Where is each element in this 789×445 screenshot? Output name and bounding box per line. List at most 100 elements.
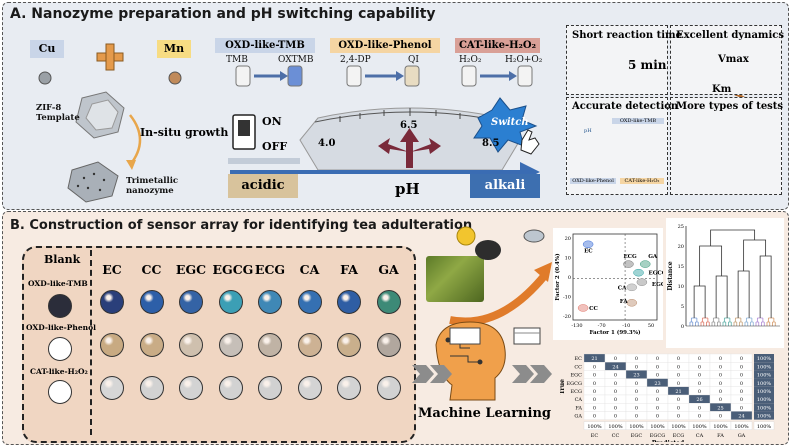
off-label: OFF (262, 140, 288, 153)
tmb-from-label: TMB (226, 55, 248, 65)
dendro-ytick: 10 (678, 284, 684, 290)
ph-tick-low: 4.0 (318, 138, 336, 149)
confusion-row-pct-cell (754, 362, 774, 371)
confusion-cell-value: 0 (656, 373, 659, 379)
confusion-col-label: ECG (673, 433, 684, 439)
cat-to-label: H₂O+O₂ (505, 55, 543, 65)
machine-learning-label: Machine Learning (418, 406, 551, 421)
ph-label: pH (395, 180, 420, 198)
confusion-cell-value: 0 (635, 364, 638, 370)
confusion-xlabel: Predicted (652, 440, 685, 442)
column-header-egcg: EGCG (212, 262, 254, 277)
confusion-col-pct: 100% (757, 424, 772, 430)
well-cat-like-h-o--egcg (218, 376, 243, 400)
well-oxd-like-tmb-fa (337, 290, 361, 314)
switch-label: Switch (491, 117, 529, 128)
confusion-col-pct-cell (753, 421, 775, 430)
confusion-row-label: FA (575, 405, 582, 411)
blank-label: Blank (44, 253, 81, 266)
confusion-cell-value: 0 (677, 356, 680, 362)
confusion-row-pct-cell (754, 370, 774, 379)
confusion-cell-value: 0 (614, 389, 617, 395)
confusion-cell-value: 23 (654, 381, 660, 387)
phenol-reaction-icon (346, 65, 420, 87)
cat-from-label: H₂O₂ (459, 55, 482, 65)
confusion-cell-value: 0 (677, 373, 680, 379)
well-oxd-like-phenol-egcg (218, 333, 243, 357)
scatter-plot-bg (553, 228, 663, 340)
confusion-col-label: CA (696, 433, 704, 439)
tmb-reaction-icon (235, 65, 303, 87)
confusion-col-label: GA (738, 433, 746, 439)
short-reaction-box (566, 25, 668, 95)
confusion-cell-value: 0 (740, 381, 743, 387)
confusion-cell-value: 0 (656, 364, 659, 370)
confusion-row-pct: 100% (757, 389, 772, 395)
acc-ph-label: pH (584, 128, 592, 134)
confusion-cell-value: 0 (740, 405, 743, 411)
scatter-group-ca (626, 283, 638, 292)
confusion-row-pct: 100% (757, 373, 772, 379)
confusion-cell-value: 0 (677, 397, 680, 403)
confusion-cell-value: 0 (614, 381, 617, 387)
confusion-cell-value: 0 (593, 381, 596, 387)
in-situ-growth-label: In-situ growth (140, 126, 229, 139)
confusion-cell-value: 0 (656, 397, 659, 403)
well-oxd-like-tmb-egc (179, 290, 203, 314)
dendro-branch (699, 245, 723, 286)
confusion-cell-value: 0 (614, 405, 617, 411)
cat-h2o2-box: CAT-like-H₂O₂ (455, 38, 540, 53)
blank-column (26, 250, 92, 435)
confusion-col-label: EC (591, 433, 599, 439)
scatter-xtick: -130 (571, 323, 582, 329)
dendro-leaf-cluster (689, 317, 699, 326)
cat-reaction-icon (461, 65, 533, 87)
confusion-row-label: ECG (571, 389, 582, 395)
trimetallic-nanozyme-icon (67, 161, 119, 203)
row-label-phenol: OXD-like-Phenol (26, 323, 96, 332)
column-header-ec: EC (102, 262, 122, 277)
confusion-row-pct: 100% (757, 356, 772, 362)
confusion-cell-value: 0 (656, 414, 659, 420)
panel-b-title: B. Construction of sensor array for iden… (10, 218, 473, 233)
confusion-row-pct: 100% (757, 414, 772, 420)
scatter-xtick: -70 (598, 323, 606, 329)
column-header-ga: GA (378, 262, 399, 277)
blank-well-1 (48, 294, 72, 318)
monitor-icon-1 (449, 327, 481, 345)
scatter-xtick: -10 (622, 323, 630, 329)
bowl-icon (523, 229, 545, 243)
confusion-cell-value: 0 (698, 373, 701, 379)
dendro-ytick: 25 (678, 224, 684, 230)
confusion-col-pct: 100% (671, 424, 686, 430)
confusion-cell-value: 24 (612, 364, 618, 370)
scatter-label-ga: GA (648, 254, 658, 260)
confusion-cell-value: 0 (719, 397, 722, 403)
well-oxd-like-phenol-cc (139, 333, 164, 357)
teapot-icon (475, 240, 501, 260)
short-reaction-label: Short reaction time (572, 30, 682, 41)
scatter-xtick: 50 (648, 323, 654, 329)
well-oxd-like-tmb-ga (376, 290, 401, 314)
scatter-label-ca: CA (618, 285, 627, 291)
alkali-label: alkali (470, 174, 540, 198)
confusion-row-pct-cell (754, 354, 774, 363)
scatter-group-ga (639, 260, 651, 268)
confusion-cell-value: 0 (593, 389, 596, 395)
scatter-group-cc (577, 304, 589, 312)
confusion-cell-value: 24 (738, 414, 744, 420)
acc-cat-label: CAT-like-H₂O₂ (620, 178, 664, 184)
confusion-row-pct-cell (754, 386, 774, 395)
dendro-ytick: 20 (678, 244, 684, 250)
confusion-col-pct: 100% (692, 424, 707, 430)
confusion-col-pct: 100% (587, 424, 602, 430)
confusion-row-label: EGCG (567, 381, 582, 387)
well-oxd-like-phenol-ecg (258, 333, 282, 357)
confusion-cell-value: 0 (740, 397, 743, 403)
confusion-cell-value: 0 (635, 381, 638, 387)
acc-phenol-label: OXD-like-Phenol (570, 178, 616, 184)
well-cat-like-h-o--cc (139, 376, 164, 400)
confusion-cell-value: 0 (635, 389, 638, 395)
row-label-cat: CAT-like-H₂O₂ (30, 367, 88, 376)
